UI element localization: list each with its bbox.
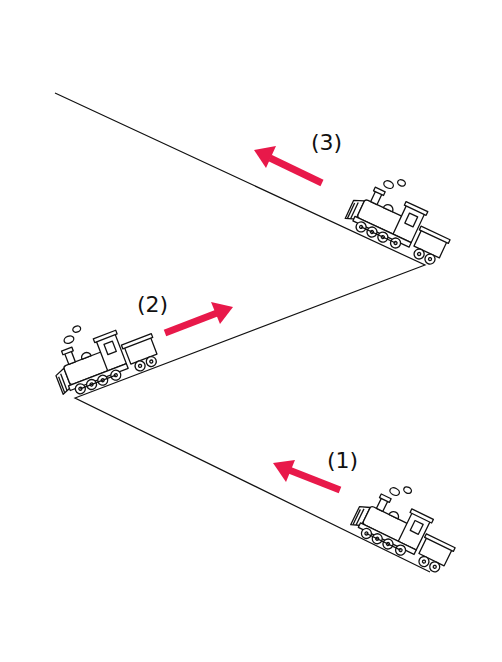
train — [42, 302, 162, 400]
direction-arrow — [270, 158, 322, 183]
direction-arrow — [289, 470, 340, 490]
arrow-head — [254, 146, 276, 168]
train — [348, 472, 470, 576]
callout-number: (3) — [311, 132, 342, 154]
arrow-head — [273, 460, 295, 482]
callout-number: (2) — [137, 294, 168, 316]
train — [343, 165, 465, 268]
direction-arrow — [165, 313, 217, 333]
arrow-head — [211, 302, 233, 324]
callout-number: (1) — [327, 450, 358, 472]
